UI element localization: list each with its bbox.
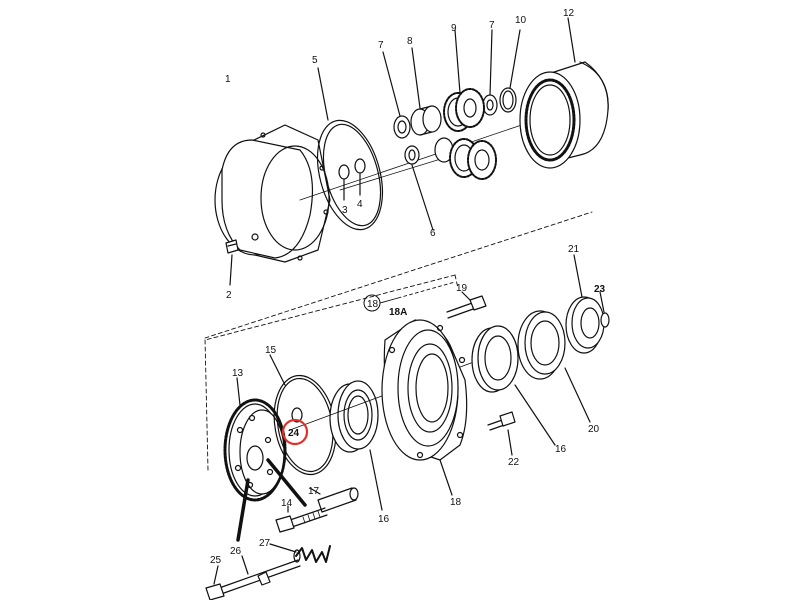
label-19: 19 bbox=[456, 283, 468, 294]
label-18-circled: 18 bbox=[367, 299, 379, 310]
label-18A: 18A bbox=[389, 307, 407, 318]
label-1: 1 bbox=[225, 74, 231, 85]
highlight-circle-part-24 bbox=[281, 418, 309, 446]
leader-heavy-b bbox=[236, 478, 250, 542]
part-14-bolt bbox=[275, 505, 328, 533]
part-26-rod bbox=[221, 555, 301, 594]
part-8-needle-bearing bbox=[410, 47, 442, 136]
label-26: 26 bbox=[230, 546, 242, 557]
part-22-bolt bbox=[487, 411, 516, 456]
label-9: 9 bbox=[451, 23, 457, 34]
ref-18-leader bbox=[379, 297, 399, 304]
label-24: 24 bbox=[288, 428, 300, 439]
part-6-washer bbox=[404, 145, 434, 231]
part-10-snap-ring bbox=[499, 29, 521, 113]
label-17: 17 bbox=[308, 486, 320, 497]
label-7-right: 7 bbox=[489, 20, 495, 31]
upper-axis-line bbox=[299, 111, 561, 201]
part-17-shaft bbox=[309, 487, 359, 513]
ref-18-extension bbox=[397, 281, 456, 299]
planet-gear-lower bbox=[434, 137, 497, 180]
label-4: 4 bbox=[357, 199, 363, 210]
label-12: 12 bbox=[563, 8, 575, 19]
label-7-left: 7 bbox=[378, 40, 384, 51]
label-3: 3 bbox=[342, 205, 348, 216]
part-16-bearing-left bbox=[329, 380, 383, 511]
label-8: 8 bbox=[407, 36, 413, 47]
part-20-seal bbox=[517, 310, 591, 423]
label-21: 21 bbox=[568, 244, 580, 255]
label-16-right: 16 bbox=[555, 444, 567, 455]
label-15: 15 bbox=[265, 345, 277, 356]
part-16-bearing-right bbox=[471, 325, 556, 446]
label-6: 6 bbox=[430, 228, 436, 239]
part-13-sprocket bbox=[223, 377, 287, 502]
part-27-spring bbox=[269, 543, 331, 563]
leader-heavy-a bbox=[266, 458, 307, 507]
label-22: 22 bbox=[508, 457, 520, 468]
part-4-washer bbox=[354, 158, 366, 196]
part-7-washer-left bbox=[382, 51, 411, 139]
label-10: 10 bbox=[515, 15, 527, 26]
part-7-washer-right bbox=[482, 29, 498, 116]
assembly-frame bbox=[204, 211, 593, 471]
label-25: 25 bbox=[210, 555, 222, 566]
part-23-cap bbox=[599, 291, 610, 328]
part-1-cover-housing bbox=[214, 124, 331, 263]
label-27: 27 bbox=[259, 538, 271, 549]
part-3-washer bbox=[338, 164, 350, 201]
part-9-planet-gear bbox=[443, 29, 485, 132]
part-12-ring-gear bbox=[519, 17, 609, 169]
label-18: 18 bbox=[450, 497, 462, 508]
part-25-bolt-head bbox=[205, 565, 225, 600]
label-23: 23 bbox=[594, 284, 606, 295]
part-19-bolt bbox=[446, 291, 487, 319]
small-o-ring bbox=[291, 407, 303, 423]
part-5-gasket bbox=[316, 67, 384, 231]
part-2-plug bbox=[225, 239, 239, 286]
label-16-left: 16 bbox=[378, 514, 390, 525]
part-21-retainer bbox=[565, 254, 605, 354]
label-14: 14 bbox=[281, 498, 293, 509]
label-20: 20 bbox=[588, 424, 600, 435]
part-18-housing bbox=[381, 319, 468, 496]
label-2: 2 bbox=[226, 290, 232, 301]
label-5: 5 bbox=[312, 55, 318, 66]
label-13: 13 bbox=[232, 368, 244, 379]
